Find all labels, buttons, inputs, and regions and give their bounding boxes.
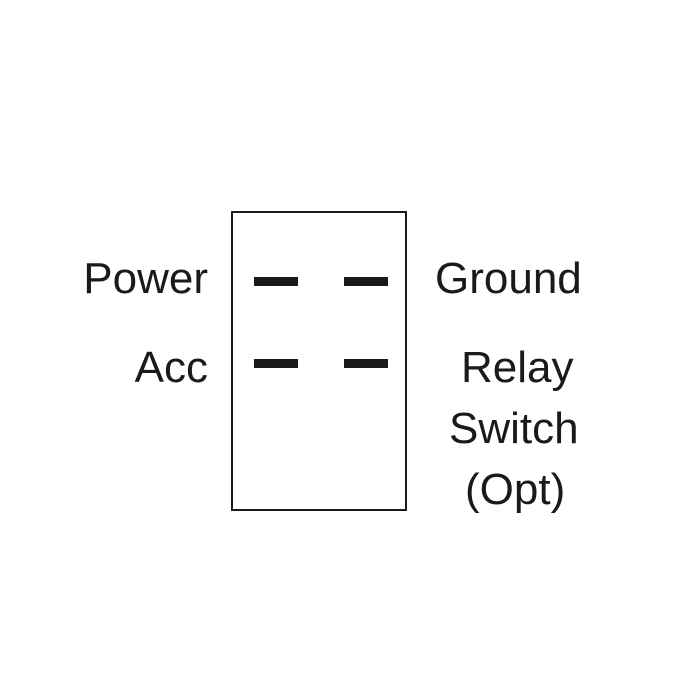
label-relay: Relay	[461, 343, 574, 392]
switch-body-outline	[231, 211, 407, 511]
label-switch: Switch	[449, 404, 579, 453]
terminal-relay-switch	[344, 359, 388, 368]
terminal-ground	[344, 277, 388, 286]
label-power: Power	[83, 254, 208, 303]
label-acc: Acc	[134, 343, 208, 392]
terminal-acc	[254, 359, 298, 368]
label-ground: Ground	[435, 254, 582, 303]
label-opt: (Opt)	[465, 465, 566, 514]
terminal-power	[254, 277, 298, 286]
